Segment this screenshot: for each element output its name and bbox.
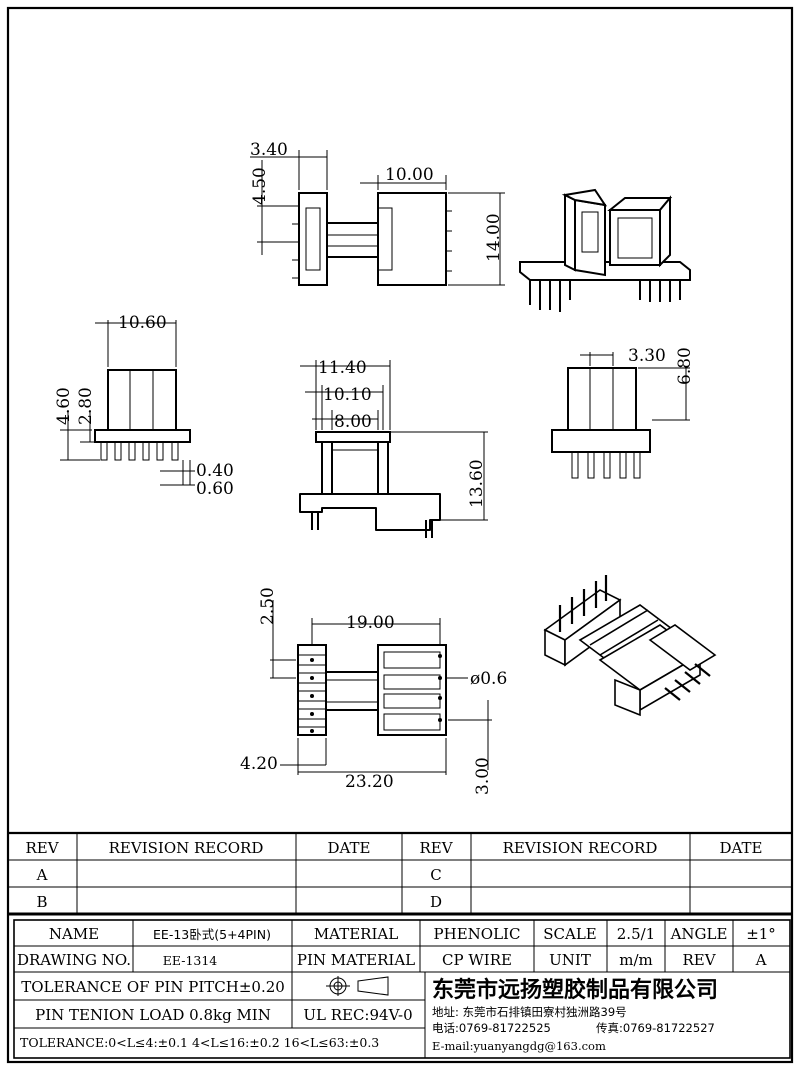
dim-side-base-height: 2.80 [76, 387, 96, 425]
drawing-no-value: EE-1314 [163, 953, 218, 968]
date-header-left: DATE [328, 839, 371, 857]
tolerance-ranges: TOLERANCE:0<L≤4:±0.1 4<L≤16:±0.2 16<L≤63… [20, 1035, 379, 1050]
rev-header-left: REV [25, 839, 59, 857]
dim-right-width: 3.30 [628, 346, 666, 366]
scale-label: SCALE [543, 925, 597, 943]
rev-d: D [430, 893, 442, 911]
drawing-no-label: DRAWING NO. [17, 951, 131, 969]
drawing-frame [6, 6, 794, 1064]
dim-bottom-right: 3.00 [473, 757, 493, 795]
side-view: 10.60 4.60 2.80 0.40 0.60 [54, 313, 234, 499]
rev-header-right: REV [419, 839, 453, 857]
name-value: EE-13卧式(5+4PIN) [153, 927, 271, 942]
title-block [8, 912, 792, 1059]
dim-front-outer: 11.40 [318, 358, 367, 378]
dim-top-left-width: 3.40 [250, 140, 288, 160]
tolerance-pitch: TOLERANCE OF PIN PITCH±0.20 [21, 978, 285, 996]
front-view: 11.40 10.10 8.00 13.60 [299, 358, 488, 538]
material-value: PHENOLIC [434, 925, 521, 943]
company-phone: 电话:0769-81722525 [432, 1021, 551, 1035]
rev-c: C [430, 866, 441, 884]
top-view: 3.40 4.50 10.00 14.00 [250, 140, 505, 286]
rev-label: REV [682, 951, 716, 969]
dim-side-width: 10.60 [118, 313, 167, 333]
dim-bottom-left: 4.20 [240, 754, 278, 774]
iso-view-top [519, 188, 691, 312]
top-left-flange [298, 192, 328, 286]
right-view: 3.30 6.80 [551, 346, 695, 479]
dim-top-core-width: 10.00 [385, 165, 434, 185]
projection-symbol [326, 976, 389, 996]
dim-side-pin-gap: 0.40 [196, 461, 234, 481]
rev-b: B [36, 893, 47, 911]
unit-value: m/m [619, 951, 653, 969]
dim-top-pin-span: 4.50 [250, 167, 270, 205]
rev-a: A [36, 866, 48, 884]
angle-value: ±1° [746, 925, 776, 943]
revision-record-header-left: REVISION RECORD [109, 839, 264, 857]
bottom-view: 2.50 19.00 ø0.6 4.20 23.20 3.00 [240, 587, 507, 795]
dim-top-height: 14.00 [484, 213, 504, 262]
dim-right-height: 6.80 [675, 347, 695, 385]
top-right-flange [377, 192, 447, 286]
dim-bottom-width: 19.00 [346, 613, 395, 633]
unit-label: UNIT [549, 951, 591, 969]
dim-bottom-total: 23.20 [345, 772, 394, 792]
company-address: 地址: 东莞市石排镇田寮村独洲路39号 [432, 1005, 627, 1019]
date-header-right: DATE [720, 839, 763, 857]
company-email: E-mail:yuanyangdg@163.com [432, 1039, 606, 1053]
dim-bottom-pitch: 2.50 [258, 587, 278, 625]
scale-value: 2.5/1 [617, 925, 655, 943]
rev-value: A [755, 951, 767, 969]
pin-material-label: PIN MATERIAL [297, 951, 415, 969]
revision-table [8, 831, 792, 914]
name-label: NAME [49, 925, 99, 943]
dim-front-height: 13.60 [467, 459, 487, 508]
iso-view-bottom [543, 575, 717, 717]
angle-label: ANGLE [670, 925, 728, 943]
dim-front-mid: 10.10 [323, 385, 372, 405]
company-fax: 传真:0769-81722527 [596, 1021, 715, 1035]
dim-bottom-hole: ø0.6 [470, 669, 507, 689]
pin-load: PIN TENION LOAD 0.8kg MIN [35, 1006, 271, 1024]
pin-material-value: CP WIRE [442, 951, 512, 969]
company-name: 东莞市远扬塑胶制品有限公司 [432, 977, 718, 1003]
dim-side-pin-offset: 0.60 [196, 479, 234, 499]
dim-front-inner: 8.00 [334, 412, 372, 432]
dim-side-total-height: 4.60 [54, 387, 74, 425]
material-label: MATERIAL [314, 925, 398, 943]
ul-rec: UL REC:94V-0 [303, 1006, 412, 1024]
revision-record-header-right: REVISION RECORD [503, 839, 658, 857]
